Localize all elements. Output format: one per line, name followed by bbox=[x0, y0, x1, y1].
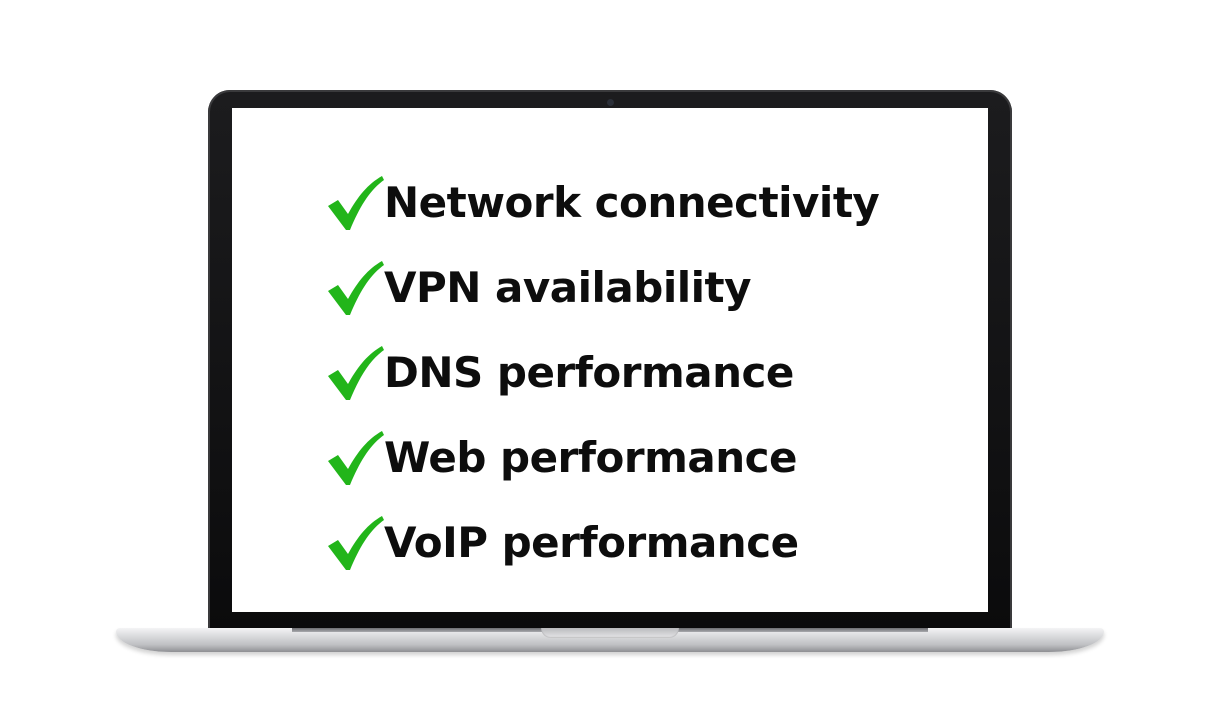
checklist-item-label: Network connectivity bbox=[384, 178, 880, 227]
checklist-item-label: Web performance bbox=[384, 433, 798, 482]
laptop-opening-notch bbox=[541, 628, 679, 638]
check-icon bbox=[324, 172, 386, 234]
checklist-item-label: VPN availability bbox=[384, 263, 751, 312]
camera-icon bbox=[607, 99, 614, 106]
check-icon bbox=[324, 512, 386, 574]
checklist-item-network-connectivity: Network connectivity bbox=[324, 160, 880, 245]
checklist-item-label: VoIP performance bbox=[384, 518, 799, 567]
checklist-item-web-performance: Web performance bbox=[324, 415, 879, 500]
checklist-item-label: DNS performance bbox=[384, 348, 794, 397]
checklist-item-vpn-availability: VPN availability bbox=[324, 245, 879, 330]
laptop-screen: Network connectivity VPN availability DN… bbox=[232, 108, 988, 612]
laptop-lid: Network connectivity VPN availability DN… bbox=[208, 90, 1012, 630]
checklist-item-dns-performance: DNS performance bbox=[324, 330, 879, 415]
check-icon bbox=[324, 342, 386, 404]
checklist: Network connectivity VPN availability DN… bbox=[324, 160, 880, 585]
check-icon bbox=[324, 427, 386, 489]
check-icon bbox=[324, 257, 386, 319]
checklist-item-voip-performance: VoIP performance bbox=[324, 500, 879, 585]
